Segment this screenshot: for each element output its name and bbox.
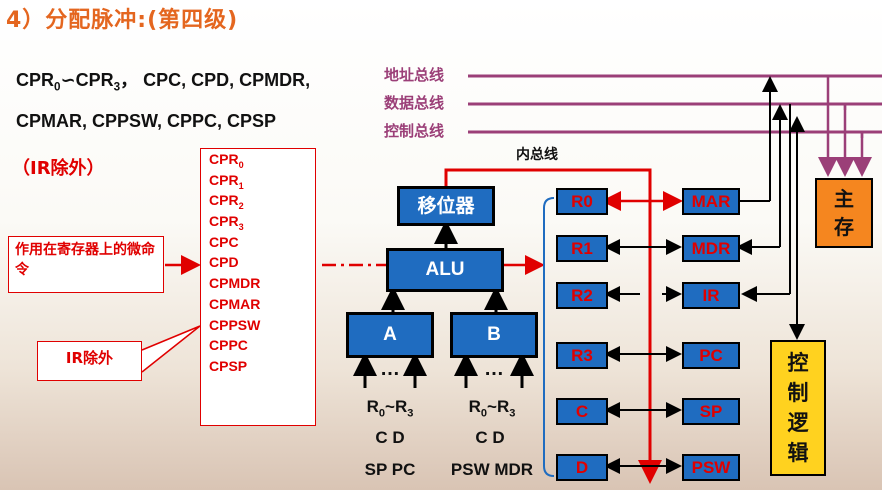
internal-bus-label: 内总线 bbox=[516, 147, 558, 163]
ir-except-callout: IR除外 bbox=[37, 341, 142, 381]
microcommand-item: CPMAR bbox=[209, 295, 261, 312]
register-mdr: MDR bbox=[682, 235, 740, 262]
register-r3: R3 bbox=[556, 342, 608, 369]
control-bus-label: 控制总线 bbox=[384, 122, 445, 140]
signal-line-2: CPMAR, CPPSW, CPPC, CPSP bbox=[16, 111, 277, 131]
register-command-callout: 作用在寄存器上的微命令 bbox=[8, 236, 164, 293]
microcommand-item: CPR2 bbox=[209, 192, 244, 212]
register-r2: R2 bbox=[556, 282, 608, 309]
register-d: D bbox=[556, 454, 608, 481]
microcommand-item: CPC bbox=[209, 233, 239, 250]
address-bus-label: 地址总线 bbox=[384, 66, 445, 84]
shifter-unit: 移位器 bbox=[397, 186, 495, 226]
register-r0: R0 bbox=[556, 188, 608, 215]
signal-line-1: CPR0∽CPR3， CPC, CPD, CPMDR, bbox=[16, 70, 311, 94]
register-b: B bbox=[450, 312, 538, 358]
b-input-psw-mdr: PSW MDR bbox=[450, 460, 534, 479]
microcommand-item: CPD bbox=[209, 254, 239, 271]
register-sp: SP bbox=[682, 398, 740, 425]
a-input-cd: C D bbox=[375, 428, 405, 447]
microcommand-item: CPPC bbox=[209, 337, 248, 354]
microcommand-item: CPMDR bbox=[209, 275, 261, 292]
register-r1: R1 bbox=[556, 235, 608, 262]
data-bus-label: 数据总线 bbox=[384, 94, 445, 112]
b-input-ellipsis: … bbox=[484, 358, 504, 380]
microcommand-item: CPR0 bbox=[209, 151, 244, 170]
register-psw: PSW bbox=[682, 454, 740, 481]
b-input-cd: C D bbox=[475, 428, 505, 447]
register-pc: PC bbox=[682, 342, 740, 369]
register-ir: IR bbox=[682, 282, 740, 309]
register-mar: MAR bbox=[682, 188, 740, 215]
main-memory: 主存 bbox=[815, 178, 873, 248]
microcommand-item: CPPSW bbox=[209, 316, 261, 333]
a-input-ellipsis: … bbox=[380, 358, 400, 380]
b-input-range: R0~R3 bbox=[468, 397, 516, 420]
microcommand-item: CPR1 bbox=[209, 171, 244, 191]
register-a: A bbox=[346, 312, 434, 358]
control-logic: 控制逻辑 bbox=[770, 340, 826, 476]
alu-unit: ALU bbox=[386, 248, 504, 292]
register-c: C bbox=[556, 398, 608, 425]
a-input-sp-pc: SP PC bbox=[364, 460, 416, 479]
ir-exclusion-note: （IR除外） bbox=[12, 158, 105, 179]
microcommand-item: CPR3 bbox=[209, 213, 244, 232]
microcommand-item: CPSP bbox=[209, 357, 248, 374]
page-title: 4）分配脉冲:(第四级) bbox=[6, 8, 239, 33]
a-input-range: R0~R3 bbox=[366, 397, 414, 420]
